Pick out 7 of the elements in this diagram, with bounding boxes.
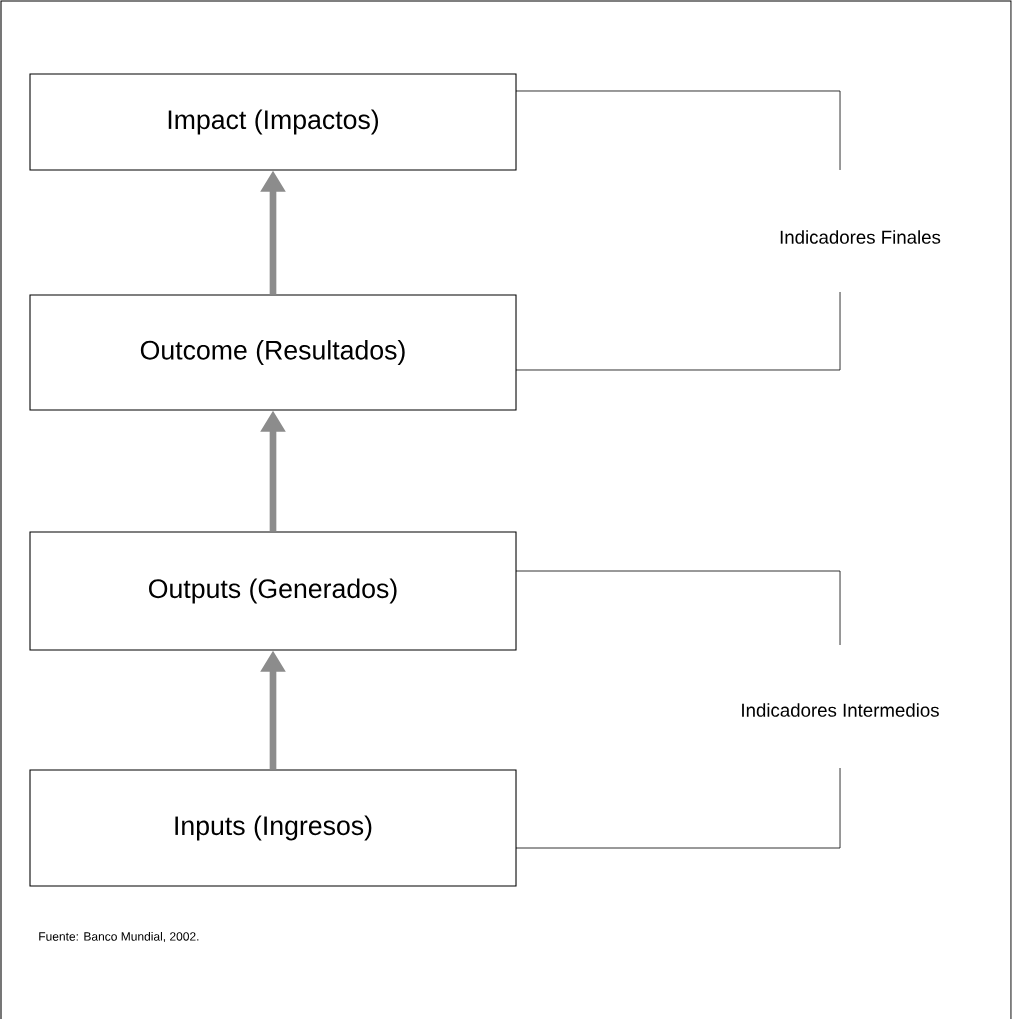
process-box: Impact (Impactos) <box>29 73 517 171</box>
process-box: Outcome (Resultados) <box>29 294 517 411</box>
bracket-label: Indicadores Intermedios <box>742 703 939 717</box>
process-box: Inputs (Ingresos) <box>29 769 517 887</box>
bracket-label: Indicadores Finales <box>780 230 941 244</box>
process-box: Outputs (Generados) <box>29 531 517 651</box>
source-note: Fuente: Banco Mundial, 2002. <box>39 931 199 943</box>
